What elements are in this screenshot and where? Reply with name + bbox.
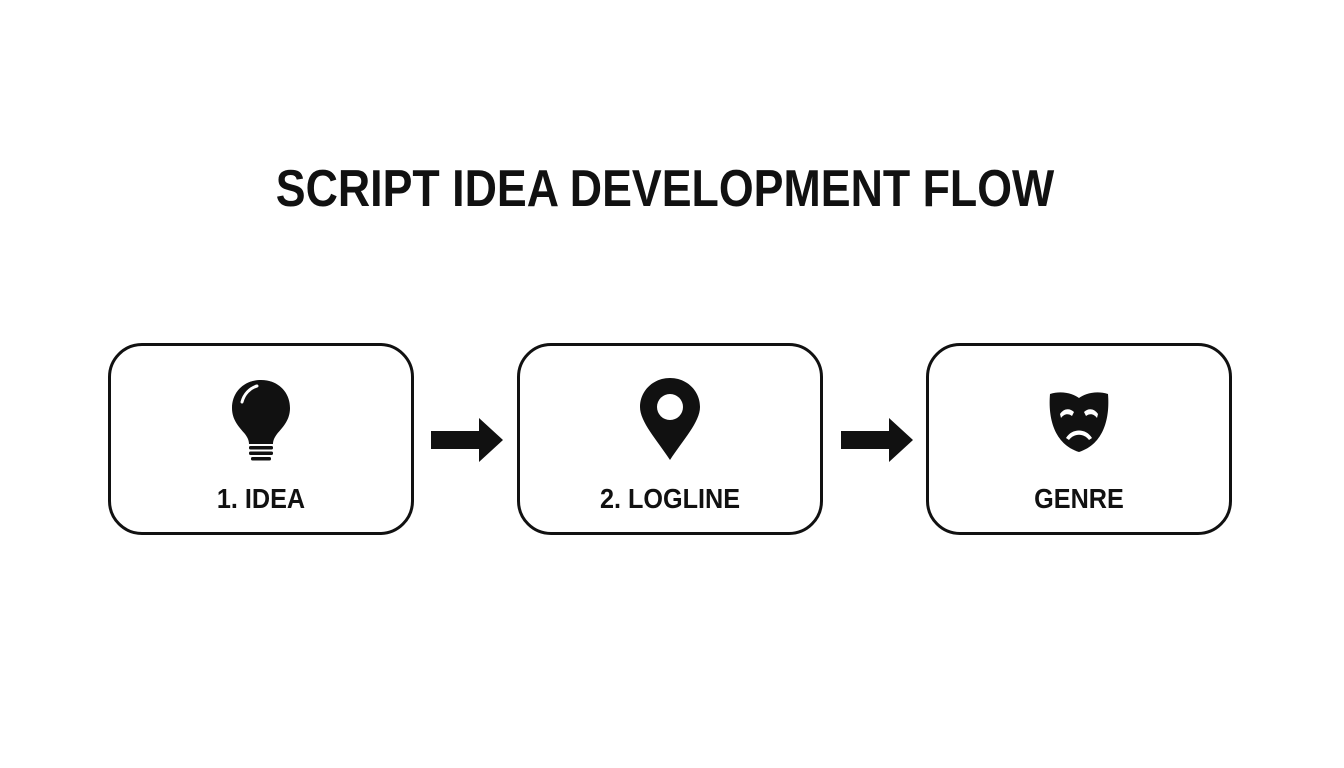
step-label: 1. IDEA (216, 483, 306, 514)
step-label: GENRE (1034, 483, 1124, 514)
diagram-title: SCRIPT IDEA DEVELOPMENT FLOW (275, 160, 1055, 218)
step-box-idea: 1. IDEA (108, 343, 414, 535)
step-box-genre: GENRE (926, 343, 1232, 535)
map-pin-icon (635, 374, 705, 464)
lightbulb-icon (226, 374, 296, 464)
arrow-right-icon (841, 415, 915, 465)
step-box-logline: 2. LOGLINE (517, 343, 823, 535)
arrow-right-icon (431, 415, 505, 465)
drama-mask-icon (1044, 374, 1114, 464)
step-label: 2. LOGLINE (599, 483, 741, 514)
